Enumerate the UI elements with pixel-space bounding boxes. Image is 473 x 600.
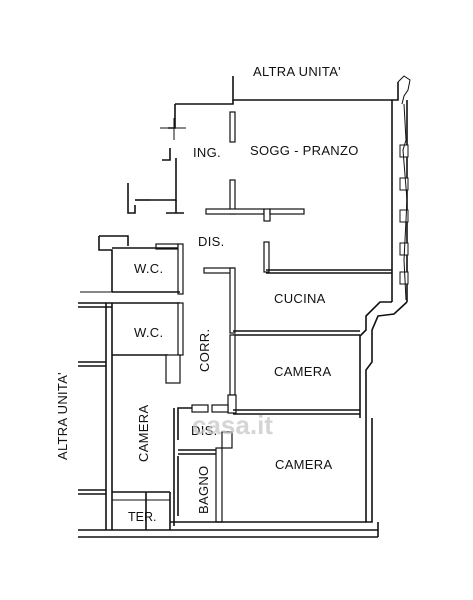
label-camera-left: CAMERA [136, 405, 151, 462]
wc-bottom-walls [112, 302, 184, 384]
right-outer-wall [391, 100, 409, 302]
dis-bagno-walls [173, 404, 233, 526]
label-disimpegno-top: DIS. [198, 234, 224, 249]
left-boundary-wall [78, 291, 180, 530]
label-corridoio: CORR. [197, 329, 212, 372]
partition-ingresso-soggiorno [229, 111, 236, 215]
label-wc-bottom: W.C. [134, 325, 163, 340]
label-bagno: BAGNO [196, 466, 211, 514]
wall-soggiorno-cucina [263, 241, 392, 274]
label-camera-1: CAMERA [274, 364, 331, 379]
label-altra-unita-left: ALTRA UNITA' [55, 372, 70, 460]
label-cucina: CUCINA [274, 291, 326, 306]
entrance-walls [127, 104, 186, 214]
wall-soggiorno-dis [205, 208, 305, 222]
wall-camera-camera [233, 409, 360, 415]
label-ingresso: ING. [193, 145, 221, 160]
label-disimpegno-bottom: DIS. [191, 423, 217, 438]
label-altra-unita-top: ALTRA UNITA' [253, 64, 341, 79]
terrazzo-walls [78, 489, 171, 530]
watermark-logo: casa.it [192, 410, 273, 440]
corridor-right-wall [227, 334, 237, 414]
label-wc-top: W.C. [134, 261, 163, 276]
top-boundary-wall [175, 75, 411, 105]
label-terrazzo: TER. [128, 510, 156, 524]
wall-cucina-camera [233, 330, 360, 336]
dis-upper-partitions [203, 267, 236, 334]
kitchen-balcony-wall [359, 301, 408, 523]
bottom-outer-wall [78, 521, 379, 538]
label-camera-2: CAMERA [275, 457, 332, 472]
wc-top-walls [98, 235, 184, 295]
watermark-text: casa.it [192, 410, 273, 440]
label-soggiorno-pranzo: SOGG - PRANZO [250, 143, 359, 158]
